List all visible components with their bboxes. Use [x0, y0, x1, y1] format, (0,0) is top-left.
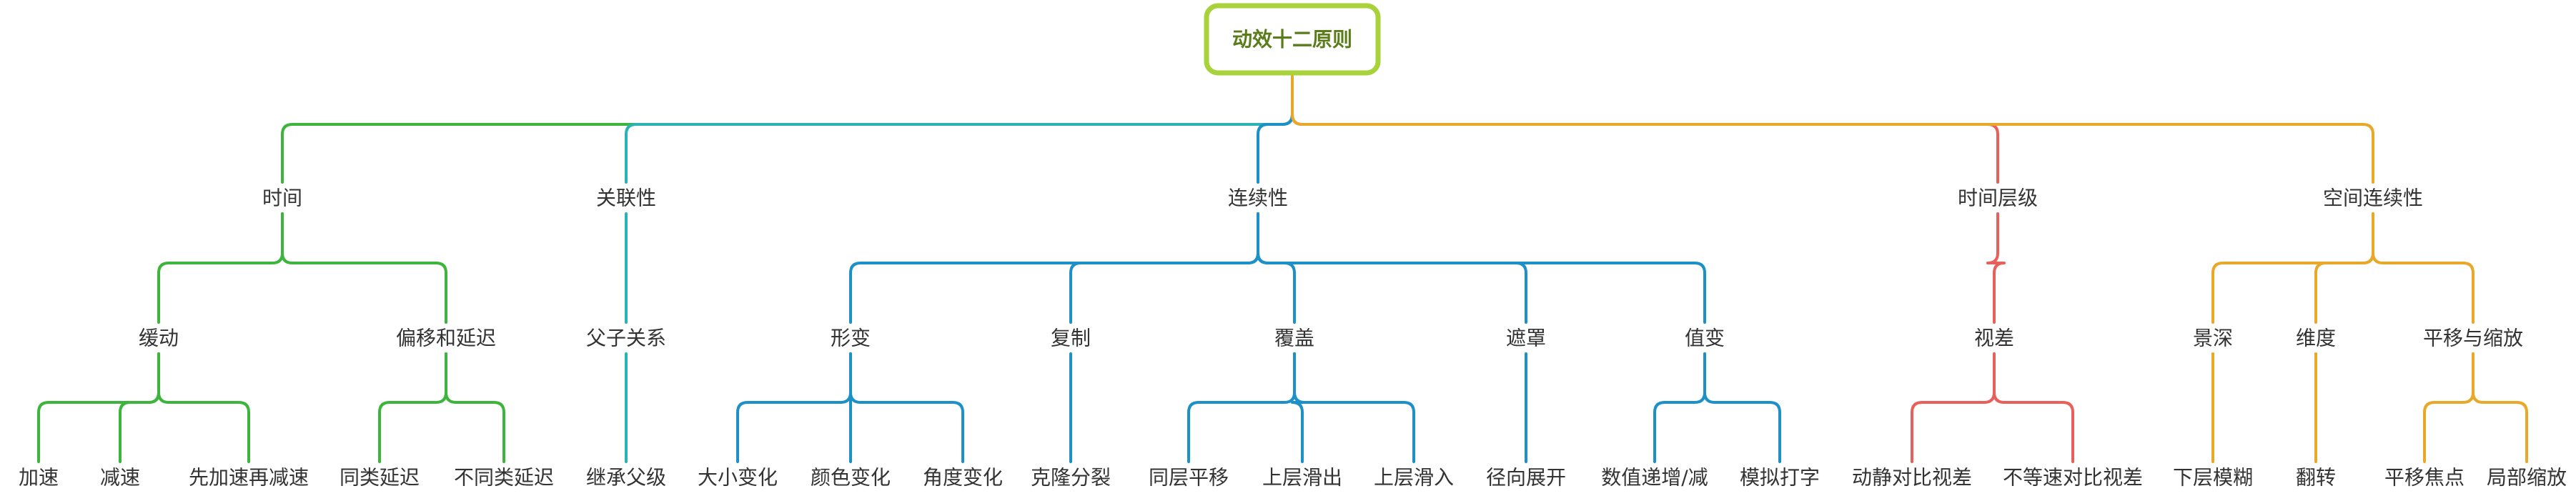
leaf-2-4-0-label: 数值递增/减	[1601, 466, 1708, 490]
connector-subtopic-3-0-to-0	[1911, 352, 1996, 463]
root-node: 动效十二原则	[1232, 28, 1352, 51]
connector-branch-2-to-3	[1257, 212, 1527, 324]
subtopic-1-0-label: 父子关系	[586, 327, 666, 350]
subtopic-2-0-label: 形变	[831, 327, 871, 350]
leaf-2-4-1-label: 模拟打字	[1740, 466, 1820, 490]
leaf-3-0-0-label: 动静对比视差	[1852, 466, 1972, 490]
connector-branch-3-to-0	[1986, 212, 2006, 324]
subtopic-4-2-label: 平移与缩放	[2423, 327, 2523, 350]
subtopic-2-3-label: 遮罩	[1506, 327, 1546, 350]
leaf-2-2-0-label: 同层平移	[1149, 466, 1229, 490]
connector-branch-0-to-0	[157, 212, 284, 324]
branch-4-label: 空间连续性	[2323, 187, 2423, 210]
connector-branch-2-to-1	[1069, 212, 1259, 324]
connector-subtopic-0-0-to-1	[119, 352, 160, 463]
subtopic-0-0-label: 缓动	[139, 327, 179, 350]
connector-subtopic-2-4-to-1	[1703, 352, 1781, 463]
leaf-4-0-0-label: 下层模糊	[2173, 466, 2253, 490]
connector-subtopic-2-2-to-0	[1187, 352, 1296, 463]
subtopic-4-1-label: 维度	[2296, 327, 2336, 350]
leaf-2-0-1-label: 颜色变化	[811, 466, 891, 490]
connector-subtopic-0-1-to-1	[445, 352, 505, 463]
leaf-0-0-0-label: 加速	[19, 466, 59, 490]
leaf-4-2-0-label: 平移焦点	[2384, 466, 2464, 490]
leaf-2-3-0-label: 径向展开	[1486, 466, 1566, 490]
connector-root-to-2	[1257, 70, 1294, 184]
branch-1-label: 关联性	[596, 187, 656, 210]
connector-branch-0-to-1	[281, 212, 447, 324]
connector-branch-4-to-0	[2211, 212, 2374, 324]
leaf-0-1-0-label: 同类延迟	[340, 466, 420, 490]
connector-subtopic-4-2-to-1	[2472, 352, 2528, 463]
connector-subtopic-0-0-to-0	[37, 352, 160, 463]
leaf-0-1-1-label: 不同类延迟	[454, 466, 554, 490]
connector-branch-2-to-4	[1257, 212, 1706, 324]
connector-root-to-4	[1291, 70, 2374, 184]
leaf-2-2-2-label: 上层滑入	[1374, 466, 1454, 490]
leaf-2-1-0-label: 克隆分裂	[1031, 466, 1111, 490]
connector-branch-4-to-1	[2314, 212, 2374, 324]
connector-branch-2-to-2	[1257, 212, 1296, 324]
subtopic-2-2-label: 覆盖	[1274, 327, 1314, 350]
subtopic-4-0-label: 景深	[2193, 327, 2233, 350]
branch-2-label: 连续性	[1228, 187, 1288, 210]
leaf-2-0-2-label: 角度变化	[923, 466, 1003, 490]
root-node-box	[1204, 3, 1381, 76]
connector-subtopic-2-2-to-2	[1293, 352, 1415, 463]
leaf-0-0-1-label: 减速	[100, 466, 140, 490]
connector-subtopic-2-4-to-0	[1653, 352, 1706, 463]
connector-subtopic-2-0-to-0	[736, 352, 852, 463]
leaf-1-0-0-label: 继承父级	[586, 466, 666, 490]
connector-root-to-3	[1291, 70, 1999, 184]
connector-branch-2-to-0	[849, 212, 1259, 324]
connector-subtopic-2-0-to-2	[849, 352, 964, 463]
leaf-4-2-1-label: 局部缩放	[2487, 466, 2567, 490]
subtopic-3-0-label: 视差	[1974, 327, 2014, 350]
leaf-4-1-0-label: 翻转	[2296, 466, 2336, 490]
branch-3-label: 时间层级	[1958, 187, 2038, 210]
subtopic-2-4-label: 值变	[1685, 327, 1725, 350]
connector-root-to-1	[625, 70, 1294, 184]
leaf-3-0-1-label: 不等速对比视差	[2003, 466, 2143, 490]
connector-subtopic-0-0-to-2	[157, 352, 250, 463]
leaf-2-0-0-label: 大小变化	[698, 466, 778, 490]
subtopic-0-1-label: 偏移和延迟	[396, 327, 496, 350]
connector-branch-4-to-2	[2372, 212, 2475, 324]
branch-0-label: 时间	[262, 187, 302, 210]
connector-subtopic-4-2-to-0	[2423, 352, 2475, 463]
leaf-2-2-1-label: 上层滑出	[1262, 466, 1342, 490]
connector-subtopic-3-0-to-1	[1993, 352, 2074, 463]
leaf-0-0-2-label: 先加速再减速	[189, 466, 309, 490]
subtopic-2-1-label: 复制	[1051, 327, 1091, 350]
connector-root-to-0	[281, 70, 1294, 184]
connector-subtopic-0-1-to-0	[378, 352, 447, 463]
